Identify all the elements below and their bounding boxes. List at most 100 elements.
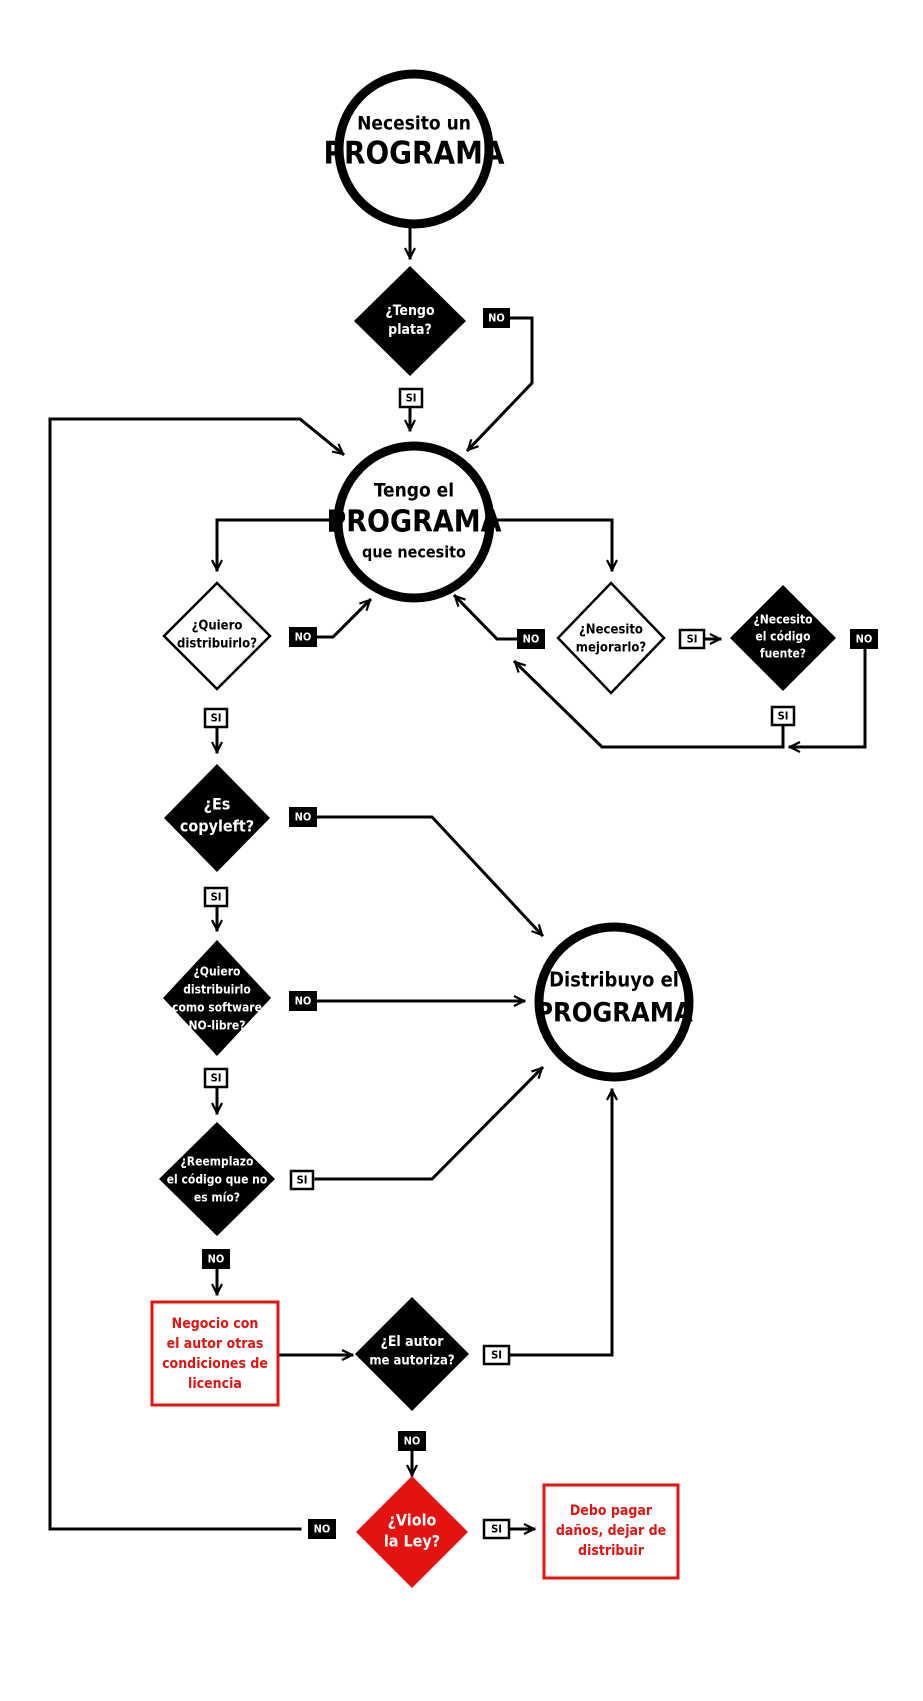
need-source-line3: fuente? <box>760 647 806 661</box>
tag-no-improve: NO <box>517 629 545 649</box>
distribute-nonfree-diamond <box>163 940 271 1056</box>
tag-no-law-text: NO <box>314 1523 331 1536</box>
tag-si-source-text: SI <box>778 710 789 723</box>
tag-si-money: SI <box>398 387 424 409</box>
tag-si-distribute: SI <box>203 707 229 729</box>
tag-si-replace: SI <box>289 1169 315 1191</box>
pay-damages-box <box>542 1483 680 1580</box>
tag-si-law: SI <box>482 1518 511 1540</box>
replace-code-diamond <box>159 1122 275 1236</box>
distribute-line1: Distribuyo el <box>549 968 679 992</box>
tag-si-improve: SI <box>678 628 706 650</box>
tag-si-copyleft: SI <box>203 886 229 908</box>
distribute-nonfree-line2: distribuirlo <box>183 983 251 997</box>
tag-no-author-text: NO <box>404 1435 421 1448</box>
distribute-nonfree-line1: ¿Quiero <box>194 965 241 979</box>
negotiate-line3: condiciones de <box>162 1356 268 1372</box>
node-start: Necesito un PROGRAMA <box>324 69 505 229</box>
tag-no-source: NO <box>850 629 878 649</box>
have-program-line1: Tengo el <box>374 480 454 502</box>
tag-si-law-text: SI <box>491 1523 502 1536</box>
edge-source-si <box>512 659 785 749</box>
need-improve-line1: ¿Necesito <box>579 623 643 638</box>
tag-no-source-text: NO <box>856 633 873 646</box>
tag-no-copyleft-text: NO <box>295 811 312 824</box>
need-source-line1: ¿Necesito <box>753 613 812 627</box>
branch-tags: NO SI NO SI NO SI NO SI <box>202 308 878 1540</box>
tag-si-author: SI <box>482 1344 511 1366</box>
have-money-diamond <box>354 266 466 376</box>
is-copyleft-line2: copyleft? <box>180 817 254 836</box>
tag-si-replace-text: SI <box>297 1174 308 1187</box>
edge-source-no <box>788 646 867 747</box>
author-authorizes-diamond <box>355 1297 469 1411</box>
negotiate-line2: el autor otras <box>167 1336 264 1352</box>
edge-distribute-no <box>314 597 373 639</box>
distribute-line2: PROGRAMA <box>535 998 693 1029</box>
have-money-line2: plata? <box>388 322 432 338</box>
distribute-nonfree-line4: NO-libre? <box>189 1019 246 1033</box>
start-line2: PROGRAMA <box>324 136 505 172</box>
negotiate-box <box>150 1300 280 1407</box>
edge-author-si <box>508 1088 612 1357</box>
node-distribute: Distribuyo el PROGRAMA <box>534 922 694 1082</box>
need-improve-diamond <box>556 581 666 695</box>
tag-no-nonfree: NO <box>289 991 317 1011</box>
need-source-diamond <box>730 585 836 691</box>
node-have-money: ¿Tengo plata? <box>354 266 466 376</box>
author-authorizes-line2: me autoriza? <box>369 1354 455 1369</box>
tag-no-distribute-text: NO <box>295 631 312 644</box>
node-replace-code: ¿Reemplazo el código que no es mío? <box>159 1122 275 1236</box>
node-violate-law: ¿Violo la Ley? <box>356 1476 468 1588</box>
tag-no-author: NO <box>398 1431 426 1451</box>
pay-damages-line2: daños, dejar de <box>556 1523 666 1539</box>
negotiate-line1: Negocio con <box>172 1316 259 1332</box>
start-line1: Necesito un <box>357 113 471 135</box>
have-program-circle <box>333 441 495 603</box>
negotiate-line4: licencia <box>188 1376 242 1392</box>
tag-si-improve-text: SI <box>687 633 698 646</box>
is-copyleft-diamond <box>164 764 270 872</box>
replace-code-line3: es mío? <box>194 1191 240 1205</box>
want-distribute-diamond <box>162 581 272 691</box>
tag-si-author-text: SI <box>491 1349 502 1362</box>
replace-code-line2: el código que no <box>167 1173 268 1187</box>
node-need-improve: ¿Necesito mejorarlo? <box>556 581 666 695</box>
node-distribute-nonfree: ¿Quiero distribuirlo como software NO-li… <box>163 940 271 1056</box>
node-need-source: ¿Necesito el código fuente? <box>730 585 836 691</box>
tag-si-nonfree-text: SI <box>211 1072 222 1085</box>
tag-si-copyleft-text: SI <box>211 891 222 904</box>
need-source-line2: el código <box>755 630 810 644</box>
tag-si-distribute-text: SI <box>211 712 222 725</box>
have-program-line3: que necesito <box>362 543 466 562</box>
pay-damages-line1: Debo pagar <box>570 1503 653 1519</box>
start-circle <box>334 69 494 229</box>
pay-damages-line3: distribuir <box>578 1543 645 1559</box>
edge-program-to-distribute-q <box>217 518 332 572</box>
edge-law-no-loop <box>48 417 346 1531</box>
edge-copyleft-no <box>316 815 545 938</box>
tag-no-replace: NO <box>202 1249 230 1269</box>
violate-law-diamond <box>356 1476 468 1588</box>
connectors <box>48 223 867 1531</box>
node-negotiate: Negocio con el autor otras condiciones d… <box>150 1300 280 1407</box>
tag-no-nonfree-text: NO <box>295 995 312 1008</box>
tag-no-money-text: NO <box>488 312 505 325</box>
node-want-distribute: ¿Quiero distribuirlo? <box>162 581 272 691</box>
tag-no-money: NO <box>483 308 510 328</box>
node-pay-damages: Debo pagar daños, dejar de distribuir <box>542 1483 680 1580</box>
tag-no-replace-text: NO <box>208 1253 225 1266</box>
edge-program-to-improve-q <box>492 518 612 572</box>
need-improve-line2: mejorarlo? <box>576 641 647 656</box>
have-money-line1: ¿Tengo <box>385 303 435 319</box>
node-author-authorizes: ¿El autor me autoriza? <box>355 1297 469 1411</box>
tag-si-money-text: SI <box>406 392 417 405</box>
node-have-program: Tengo el PROGRAMA que necesito <box>326 441 502 603</box>
want-distribute-line2: distribuirlo? <box>177 637 257 652</box>
edge-replace-si <box>314 1065 545 1181</box>
tag-no-law: NO <box>308 1519 336 1539</box>
tag-no-distribute: NO <box>289 627 317 647</box>
have-program-line2: PROGRAMA <box>326 505 501 540</box>
replace-code-line1: ¿Reemplazo <box>181 1155 254 1169</box>
distribute-circle <box>534 922 694 1082</box>
